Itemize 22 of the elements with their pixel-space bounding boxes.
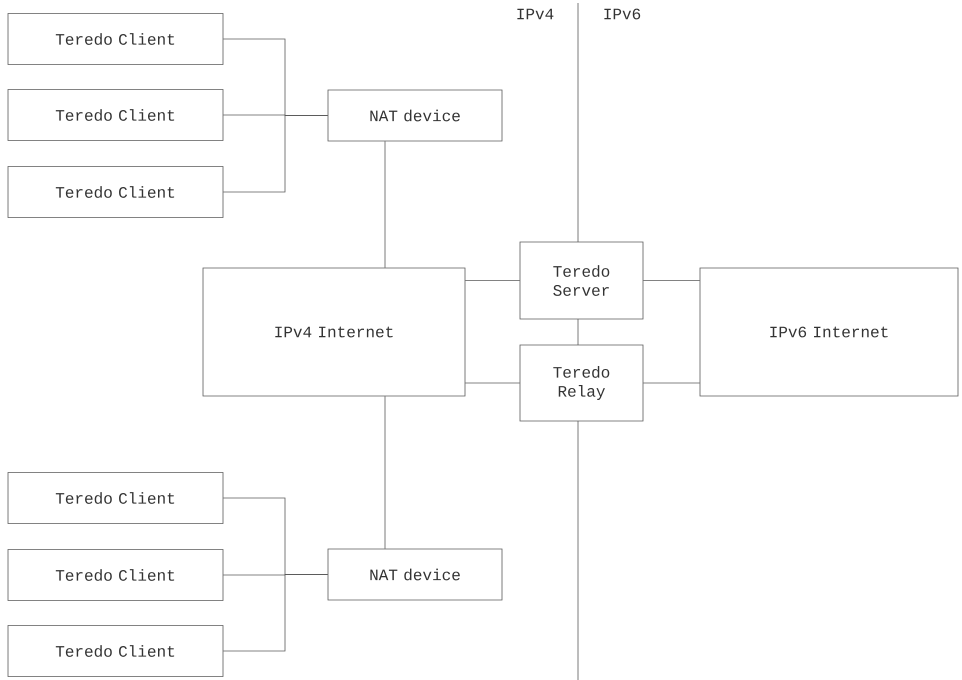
network-box: IPv6 Internet: [700, 268, 958, 396]
side-label: IPv6: [602, 8, 642, 20]
client-box: Teredo Client: [8, 549, 224, 601]
connector-line: [643, 280, 700, 281]
client-box: Teredo Client: [8, 13, 224, 65]
connector-line: [384, 140, 386, 268]
nat-box: NAT device: [328, 90, 502, 142]
client-box: Teredo Client: [8, 625, 224, 677]
server-box: Teredo Server: [520, 242, 644, 320]
connector-line: [223, 574, 328, 652]
client-box: Teredo Client: [8, 89, 224, 141]
connector-line: [384, 396, 386, 549]
client-box: Teredo Client: [8, 166, 224, 218]
connector-line: [223, 115, 328, 192]
connector-line: [465, 280, 520, 281]
connector-line: [465, 382, 520, 384]
client-box: Teredo Client: [8, 472, 224, 524]
side-label: IPv4: [514, 8, 556, 20]
network-box: IPv4 Internet: [202, 268, 466, 396]
nat-box: NAT device: [328, 548, 502, 600]
relay-box: Teredo Relay: [520, 344, 644, 422]
connector-line: [643, 382, 700, 384]
